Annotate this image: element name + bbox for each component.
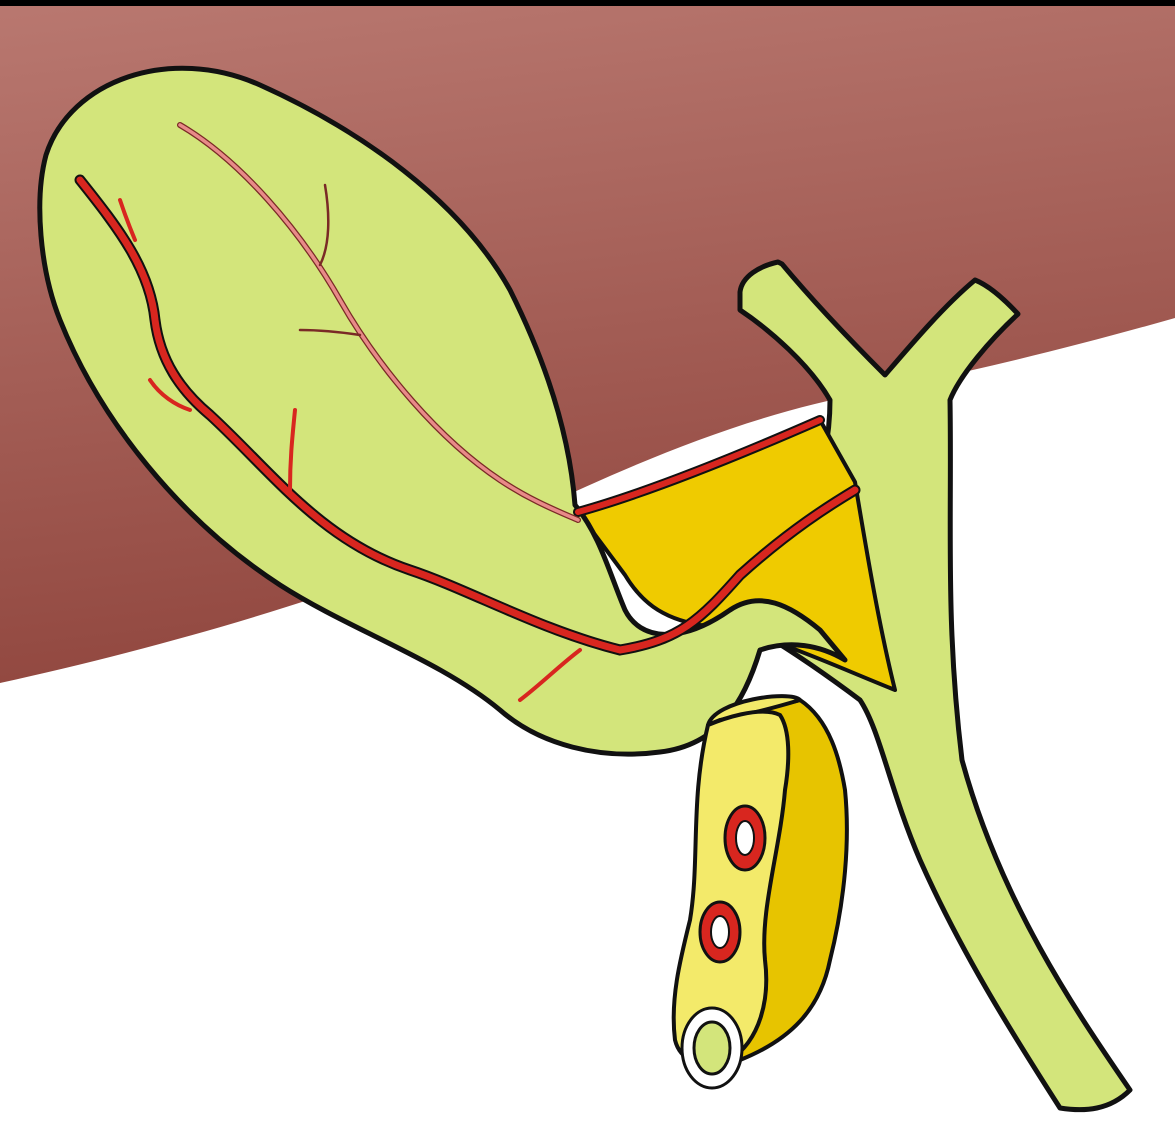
surgical-clip-icon [674, 696, 847, 1088]
top-border [0, 0, 1175, 6]
